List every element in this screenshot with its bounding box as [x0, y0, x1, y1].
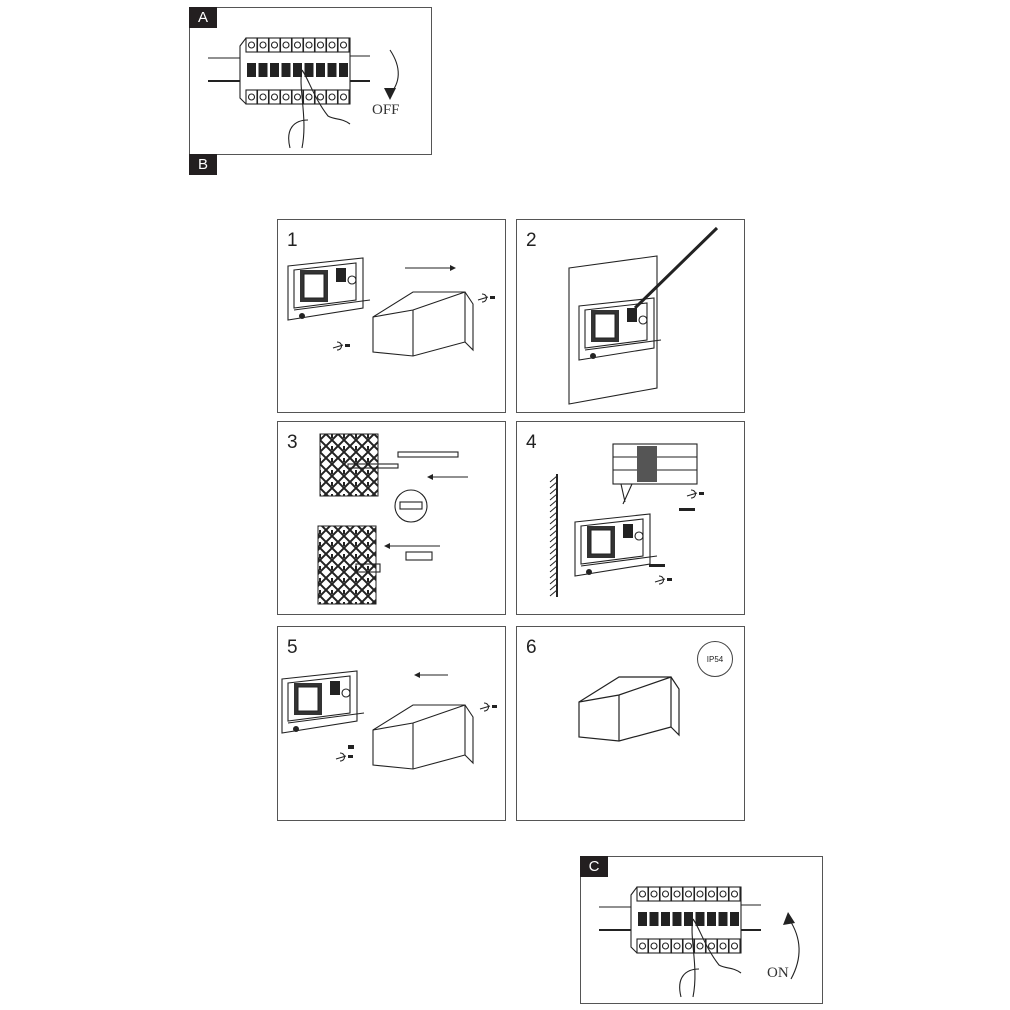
on-label: ON [767, 965, 789, 981]
panel-5-close-cover: 5 [277, 626, 506, 821]
panel-number: 1 [287, 230, 298, 251]
ip54-badge: IP54 [697, 641, 733, 677]
mark-holes-illustration [568, 226, 719, 405]
panel-number: 6 [526, 637, 537, 658]
step-b-tag: B [189, 154, 217, 175]
panel-4-wire-mount: 4 [516, 421, 745, 615]
breaker-panel-illustration [208, 37, 399, 149]
wiring-mount-illustration [549, 443, 704, 597]
panel-1-open-cover: 1 [277, 219, 506, 413]
panel-number: 3 [287, 432, 298, 453]
panel-number: 4 [526, 432, 537, 453]
panel-3-drill: 3 [277, 421, 506, 615]
drill-plug-illustration [317, 433, 468, 605]
step-a-tag: A [189, 7, 217, 28]
panel-number: 2 [526, 230, 537, 251]
breaker-panel-illustration [599, 886, 800, 998]
open-cover-illustration [287, 257, 495, 357]
ip54-label: IP54 [706, 655, 724, 664]
step-a-breaker-off: OFF [189, 7, 432, 155]
close-cover-illustration [281, 670, 497, 770]
off-label: OFF [372, 102, 400, 118]
panel-6-finished: 6 IP54 [516, 626, 745, 821]
step-c-breaker-on: ON [580, 856, 823, 1004]
step-c-tag: C [580, 856, 608, 877]
panel-2-mark-wall: 2 [516, 219, 745, 413]
panel-number: 5 [287, 637, 298, 658]
closed-unit-illustration [578, 676, 680, 742]
